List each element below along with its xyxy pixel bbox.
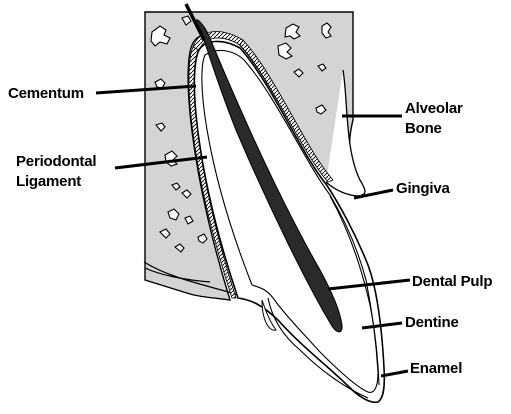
gingiva-label: Gingiva [396, 180, 450, 197]
dentine-label: Dentine [405, 314, 459, 331]
enamel-label: Enamel [410, 360, 462, 377]
periodontal-label-line2: Ligament [16, 173, 81, 190]
periodontal-label-line1: Periodontal [16, 153, 96, 170]
cementum-label: Cementum [8, 85, 84, 102]
dental-pulp-label: Dental Pulp [412, 273, 492, 290]
alveolar-label-line1: Alveolar [405, 100, 463, 117]
enamel-leader [381, 371, 408, 376]
alveolar-label-line2: Bone [405, 120, 442, 137]
